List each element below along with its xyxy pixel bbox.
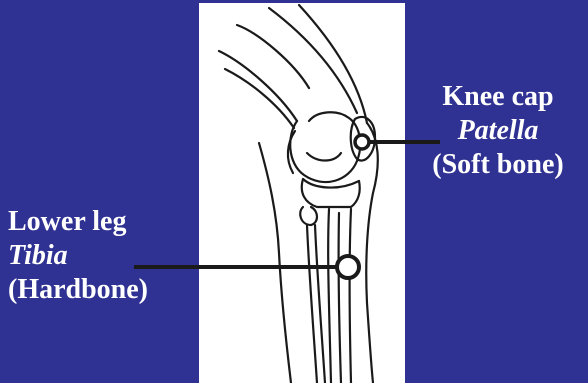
tibia-marker-circle xyxy=(337,256,359,278)
tibia-latin-name: Tibia xyxy=(8,239,194,273)
patella-marker-circle xyxy=(355,135,369,149)
patella-latin-name: Patella xyxy=(410,114,586,148)
tibia-label: Lower leg Tibia (Hardbone) xyxy=(8,205,194,307)
tibia-note: (Hardbone) xyxy=(8,273,194,307)
patella-label: Knee cap Patella (Soft bone) xyxy=(410,80,586,182)
patella-note: (Soft bone) xyxy=(410,148,586,182)
tibia-common-name: Lower leg xyxy=(8,205,194,239)
patella-common-name: Knee cap xyxy=(410,80,586,114)
